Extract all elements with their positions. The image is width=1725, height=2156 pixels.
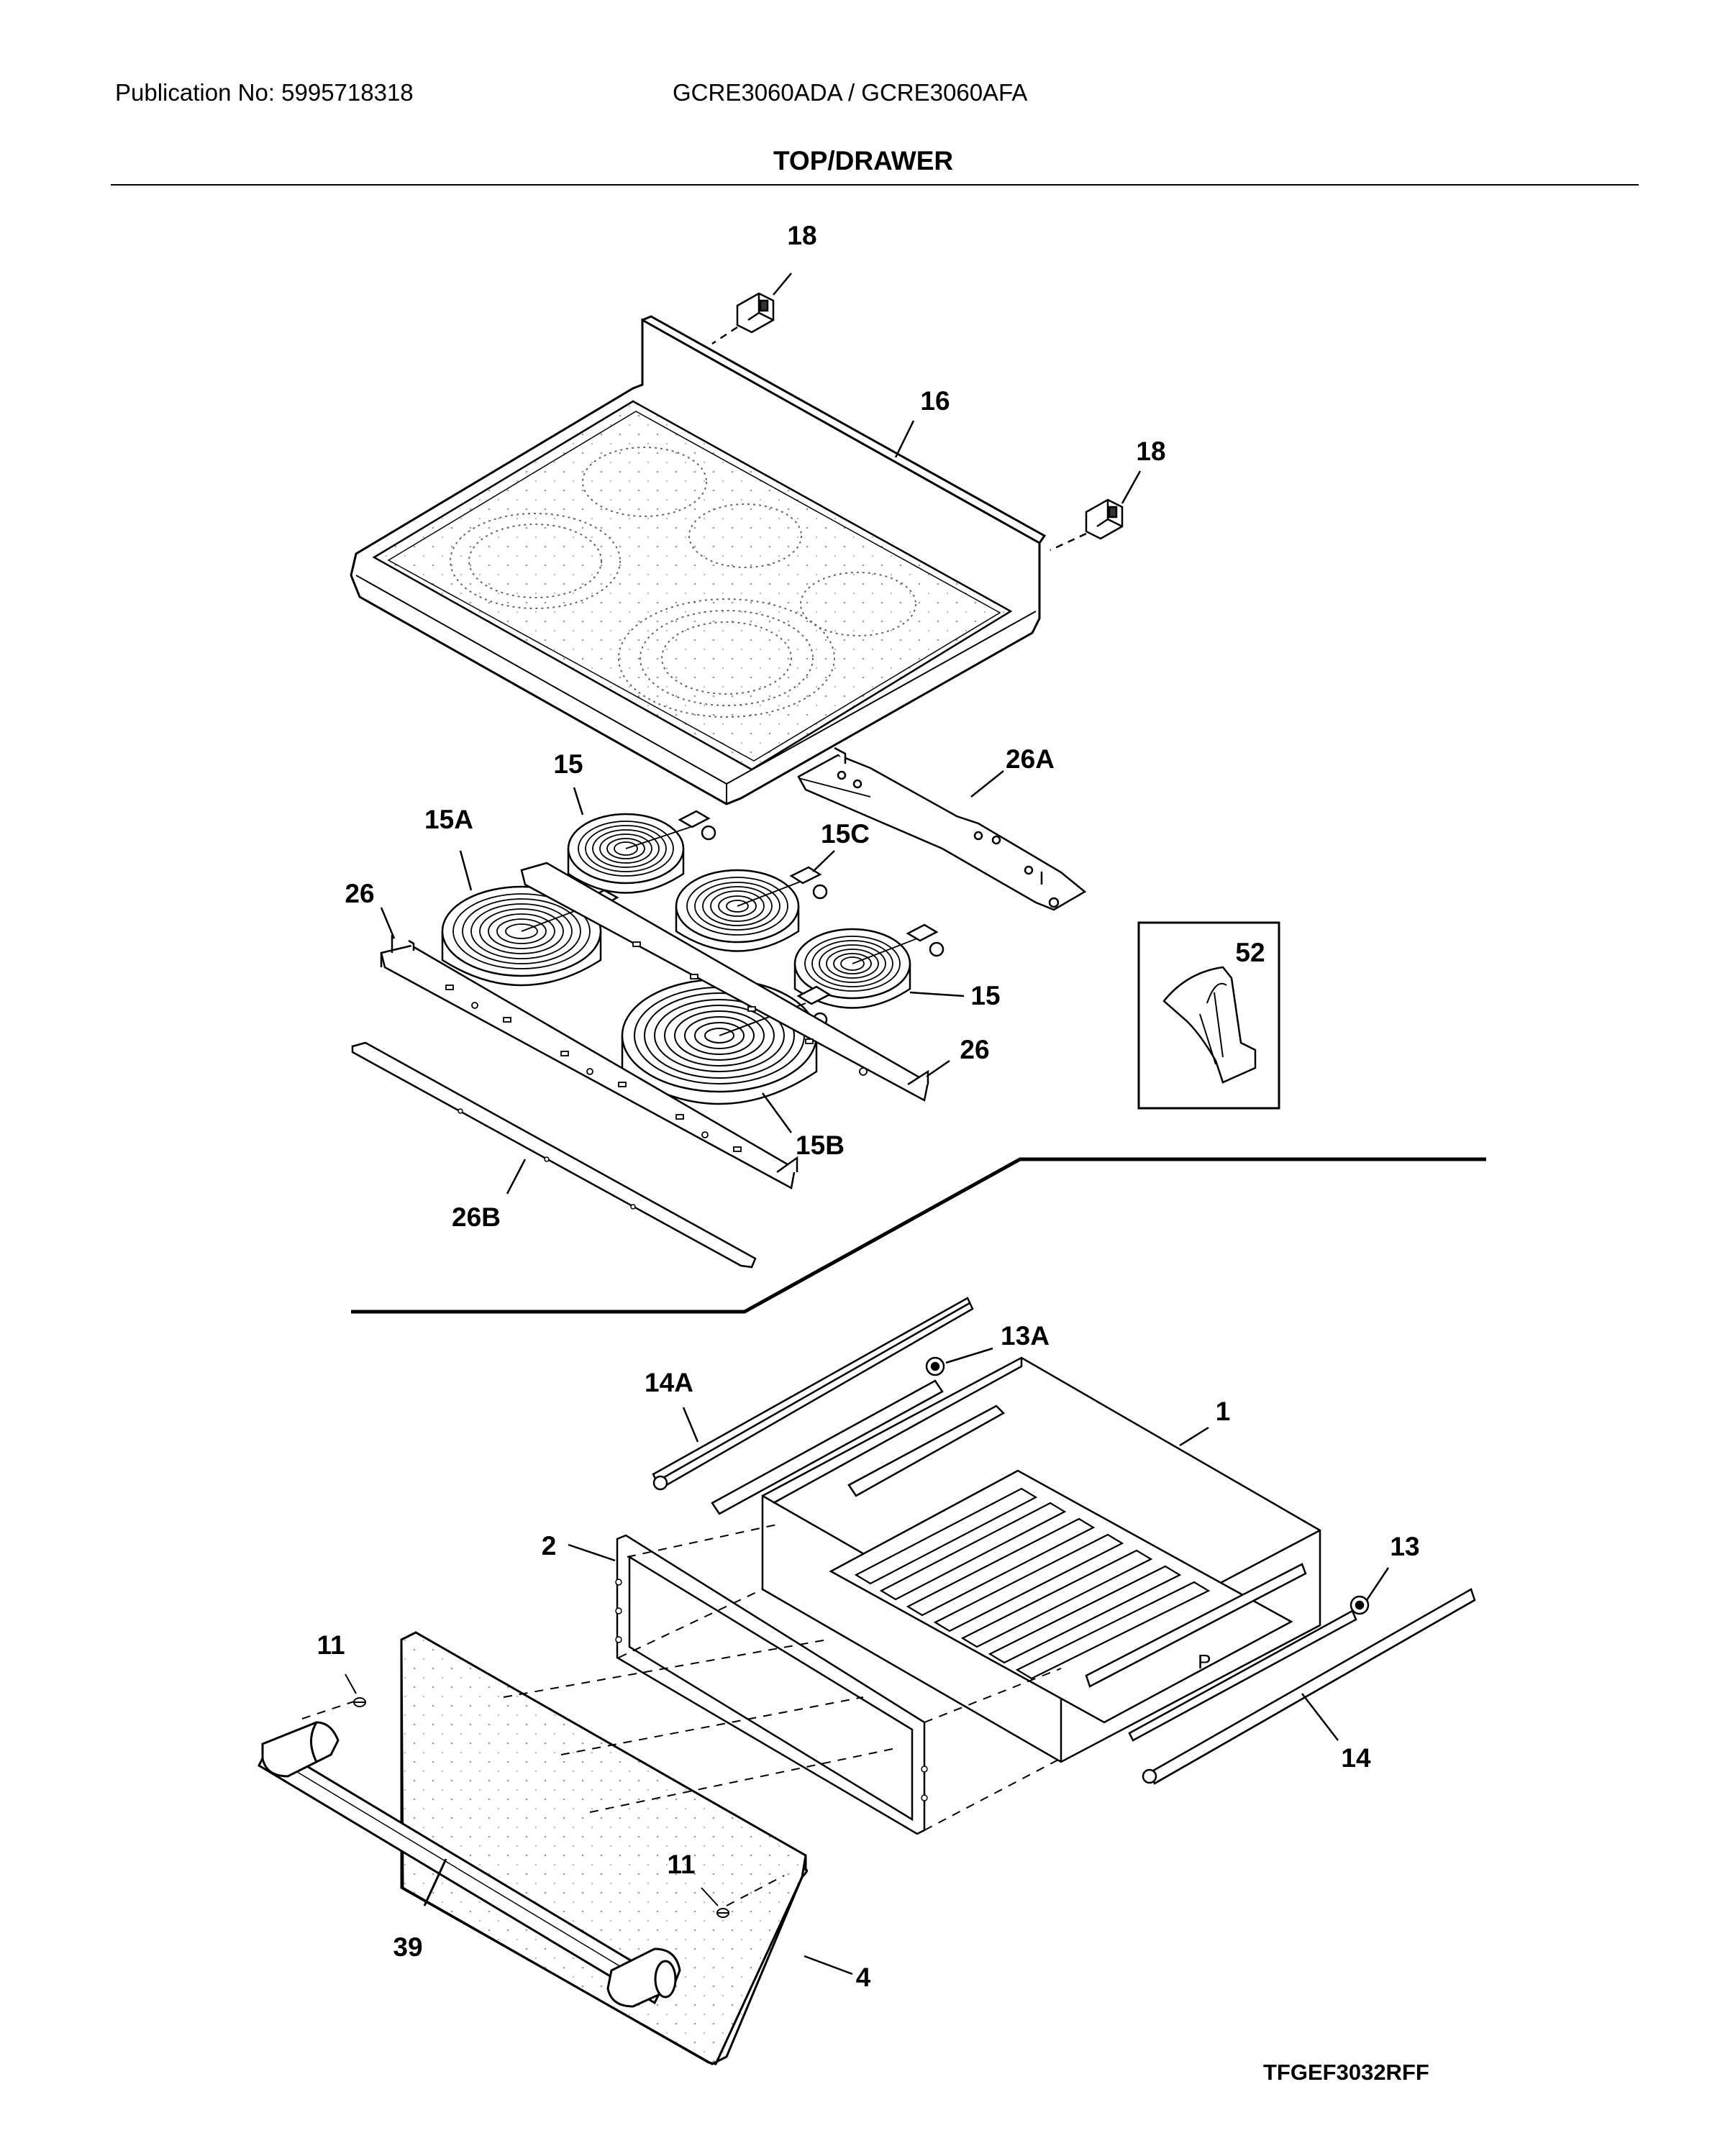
slide-rail-14A <box>652 1297 993 1515</box>
callout-18: 18 <box>1136 437 1165 466</box>
callout-11: 11 <box>667 1850 695 1879</box>
optional-part-52-box <box>1137 921 1280 1110</box>
callout-4: 4 <box>856 1963 871 1992</box>
drawing-code: TFGEF3032RFF <box>1263 2060 1429 2085</box>
callout-39: 39 <box>393 1932 422 1962</box>
callout-52: 52 <box>1235 938 1265 967</box>
rear-bracket-26A <box>797 746 1087 911</box>
callout-26A: 26A <box>1006 744 1055 774</box>
callout-15: 15 <box>553 749 583 779</box>
callout-14A: 14A <box>645 1368 693 1397</box>
callout-16: 16 <box>920 386 950 416</box>
element-support-26-rear <box>520 862 950 1102</box>
radiant-element-15A-front-left <box>441 850 626 987</box>
radiant-element-15C-rear-right <box>675 850 835 952</box>
callout-13: 13 <box>1390 1532 1419 1561</box>
leader-16 <box>894 420 915 458</box>
publication-number: Publication No: 5995718318 <box>115 79 414 106</box>
slide-rail-14 <box>1128 1567 1476 1785</box>
callout-13A: 13A <box>1001 1321 1050 1351</box>
drawer-body-1: P <box>761 1356 1321 1763</box>
top-bracket-left <box>711 273 792 345</box>
callout-18: 18 <box>787 221 816 250</box>
drawer-handle-39 <box>258 1721 681 2008</box>
top-bracket-right <box>1050 470 1142 552</box>
model-numbers: GCRE3060ADA / GCRE3060AFA <box>673 79 1028 106</box>
element-support-26 <box>380 907 798 1189</box>
callout-15A: 15A <box>424 805 473 834</box>
section-divider <box>351 1157 1486 1314</box>
callout-1: 1 <box>1216 1397 1231 1426</box>
callout-15: 15 <box>970 981 1000 1010</box>
callout-14: 14 <box>1341 1743 1371 1773</box>
section-title: TOP/DRAWER <box>773 146 954 175</box>
callout-26: 26 <box>960 1035 989 1064</box>
trim-strip-26B <box>351 1041 757 1269</box>
screw-11-lower <box>701 1887 729 1918</box>
callout-2: 2 <box>542 1531 557 1561</box>
callout-26: 26 <box>345 879 374 908</box>
svg-text:P: P <box>1198 1650 1211 1673</box>
callout-26B: 26B <box>452 1202 501 1232</box>
callout-labels: 18 16 18 26A 15 15A 15C 26 52 15 26 15B … <box>317 221 1419 1992</box>
cooktop-glass <box>350 315 1047 805</box>
callout-15C: 15C <box>821 819 870 849</box>
radiant-element-15-rear-left <box>567 787 716 894</box>
screw-11-upper <box>345 1673 366 1707</box>
callout-11: 11 <box>317 1630 345 1660</box>
callout-15B: 15B <box>796 1130 845 1160</box>
drawer-frame-2 <box>568 1534 928 1835</box>
